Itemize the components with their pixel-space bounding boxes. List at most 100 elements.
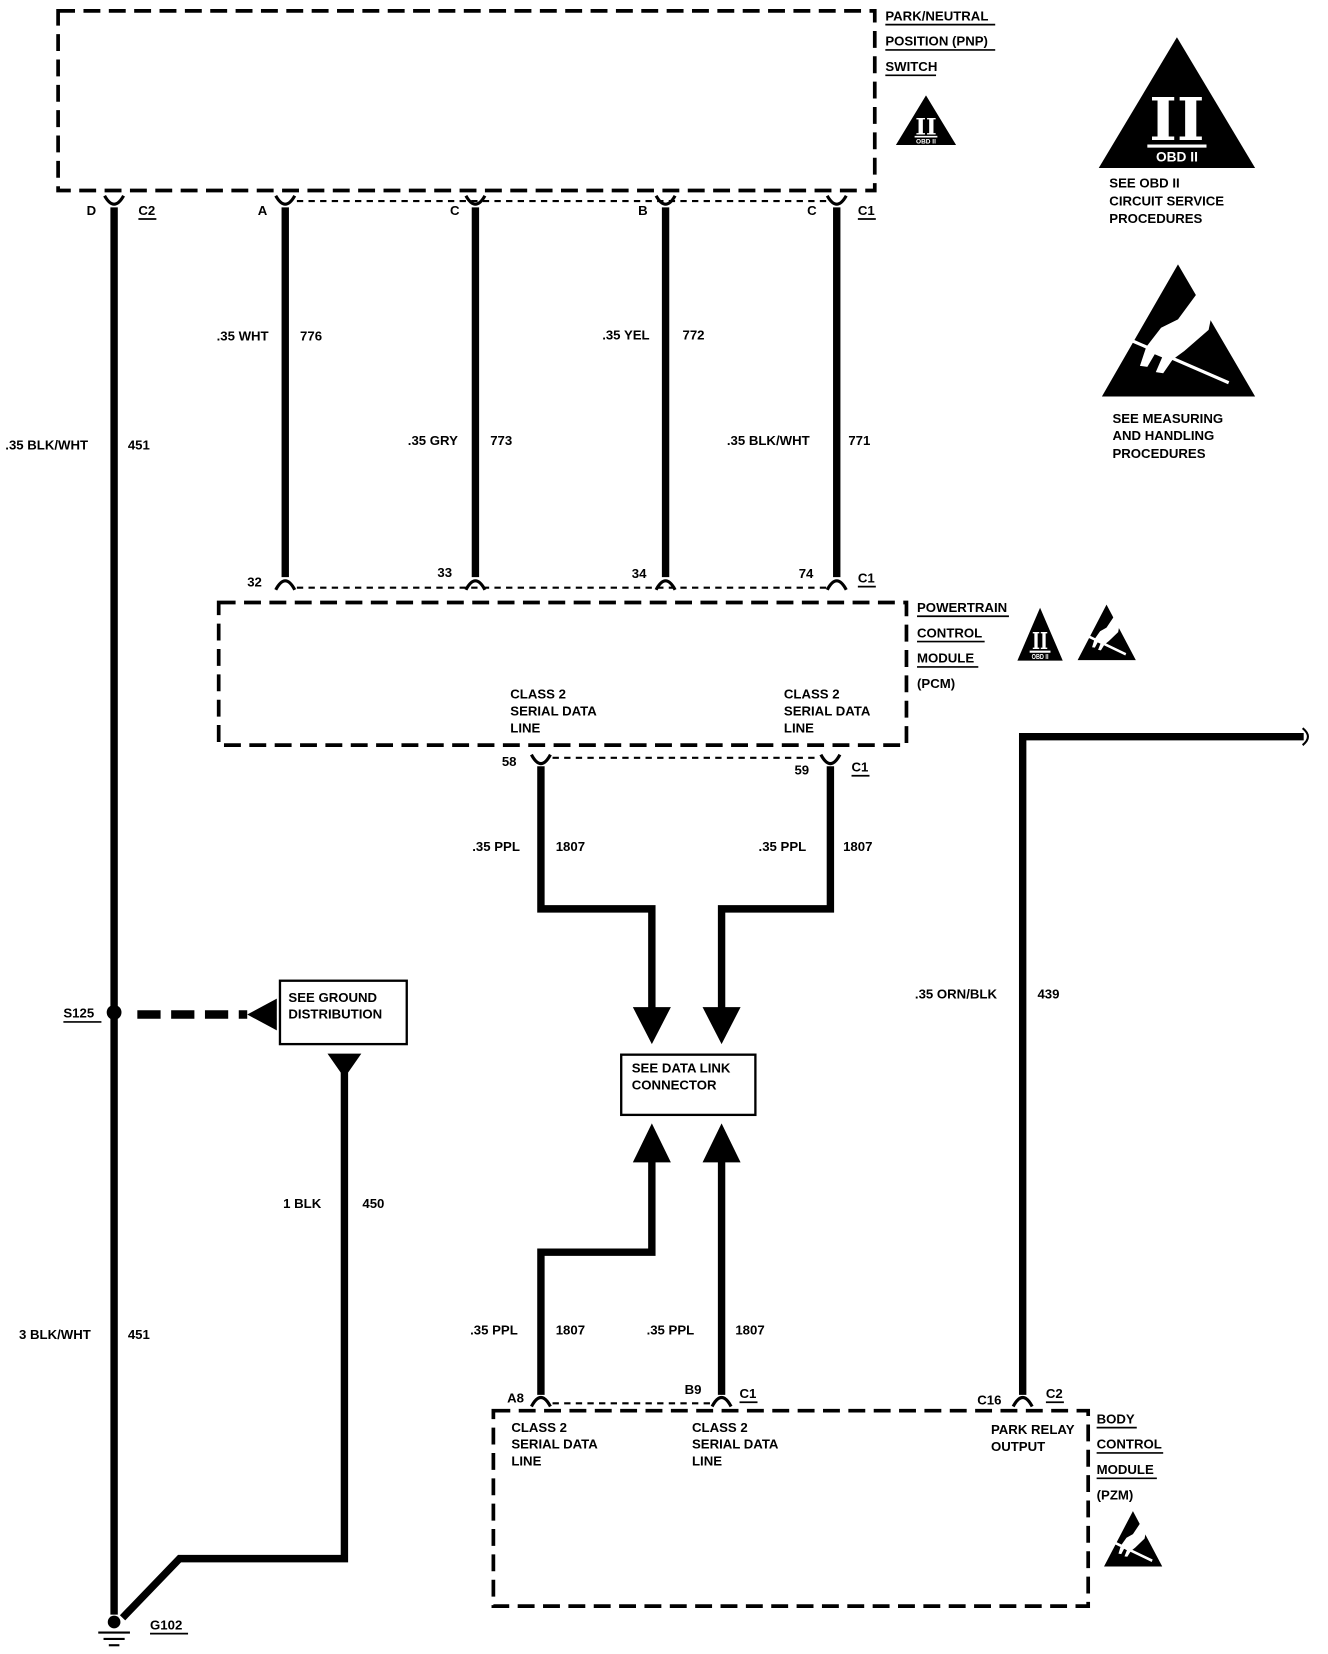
connector-c2: C2 bbox=[138, 203, 155, 218]
ground-icon bbox=[98, 1615, 130, 1647]
pcm-terminal-label: CLASS 2 bbox=[510, 687, 566, 702]
obd-ii-badge-icon: II OBD II bbox=[1017, 607, 1063, 661]
wire-1807 bbox=[717, 766, 835, 1011]
obd-legend-text: SEE OBD II bbox=[1109, 175, 1179, 190]
pcm-terminal-label: SERIAL DATA bbox=[510, 704, 597, 719]
arrow-left-icon bbox=[247, 998, 277, 1031]
bcm-name-line-4: (PZM) bbox=[1097, 1487, 1134, 1502]
wire-spec: .35 PPL bbox=[470, 1323, 518, 1338]
pcm-name-line-2: CONTROL bbox=[917, 625, 982, 640]
wire-circuit: 1807 bbox=[556, 1323, 585, 1338]
obd-legend-label: OBD II bbox=[1156, 150, 1198, 165]
wire-439 bbox=[1018, 732, 1304, 1395]
wire-spec: .35 BLK/WHT bbox=[727, 433, 810, 448]
pin-74: 74 bbox=[799, 566, 814, 581]
bcm-terminal-label: OUTPUT bbox=[991, 1439, 1045, 1454]
bcm-terminal-label: CLASS 2 bbox=[692, 1420, 748, 1435]
wire-450 bbox=[119, 1072, 349, 1621]
pin-b9: B9 bbox=[685, 1382, 702, 1397]
wire-1807 bbox=[537, 1159, 656, 1395]
wire-spec: .35 ORN/BLK bbox=[915, 987, 998, 1002]
pin-c: C bbox=[450, 203, 460, 218]
arrow-down-icon bbox=[702, 1007, 741, 1045]
bcm-box bbox=[491, 1408, 1091, 1609]
esd-legend-text: AND HANDLING bbox=[1112, 428, 1214, 443]
pin-b: B bbox=[638, 203, 648, 218]
esd-hand-icon bbox=[1077, 604, 1136, 661]
wire-1807 bbox=[537, 766, 656, 1011]
esd-hand-icon bbox=[1104, 1511, 1163, 1567]
wire-circuit: 773 bbox=[490, 433, 512, 448]
connector-c1: C1 bbox=[858, 203, 875, 218]
wire-circuit: 1807 bbox=[735, 1323, 764, 1338]
esd-hand-icon bbox=[1101, 264, 1256, 397]
pnp-switch-box bbox=[56, 9, 877, 193]
pnp-switch: PARK/NEUTRAL POSITION (PNP) SWITCH II OB… bbox=[56, 8, 996, 220]
bcm-terminal-label: CLASS 2 bbox=[511, 1420, 567, 1435]
data-link-connector-text: CONNECTOR bbox=[632, 1078, 717, 1093]
connector-terminal bbox=[819, 753, 842, 766]
esd-legend-text: PROCEDURES bbox=[1112, 446, 1205, 461]
obd-legend-text: PROCEDURES bbox=[1109, 211, 1202, 226]
obd-badge-roman: II bbox=[1032, 627, 1048, 654]
bcm-terminal-label: PARK RELAY bbox=[991, 1422, 1075, 1437]
ground-circuit: S125 SEE GROUND DISTRIBUTION 1 BLK 450 3… bbox=[19, 979, 408, 1647]
bcm-terminal-label: LINE bbox=[511, 1454, 541, 1469]
connector-terminal bbox=[825, 579, 848, 591]
connector-terminal bbox=[274, 579, 297, 591]
wire-continuation bbox=[1301, 727, 1309, 746]
wire-spec: .35 PPL bbox=[759, 839, 807, 854]
pin-59: 59 bbox=[794, 763, 809, 778]
wire-circuit: 451 bbox=[128, 1327, 150, 1342]
wire-circuit: 439 bbox=[1037, 987, 1059, 1002]
park-relay-wire: .35 ORN/BLK 439 bbox=[915, 727, 1309, 1395]
bcm-terminal-label: LINE bbox=[692, 1454, 722, 1469]
ground-distribution-text: DISTRIBUTION bbox=[288, 1007, 382, 1022]
serial-data-wires: .35 PPL 1807 .35 PPL 1807 SEE DATA LINK … bbox=[470, 766, 872, 1395]
pcm-terminal-label: LINE bbox=[510, 720, 540, 735]
pin-a8: A8 bbox=[507, 1390, 524, 1405]
obd-ii-badge-icon: II OBD II bbox=[895, 95, 957, 145]
pcm-box bbox=[216, 600, 909, 747]
wire-spec: 3 BLK/WHT bbox=[19, 1327, 91, 1342]
obd-legend-text: CIRCUIT SERVICE bbox=[1109, 193, 1224, 208]
bcm-terminal-label: SERIAL DATA bbox=[692, 1437, 779, 1452]
pin-32: 32 bbox=[247, 575, 262, 590]
data-link-connector-box bbox=[620, 1053, 757, 1117]
pcm-name-line-1: POWERTRAIN bbox=[917, 600, 1007, 615]
pcm-terminal-label: SERIAL DATA bbox=[784, 704, 871, 719]
wire-circuit: 776 bbox=[300, 328, 322, 343]
pnp-pcm-wires: .35 BLK/WHT 451 .35 WHT 776 .35 GRY 773 … bbox=[5, 207, 870, 1615]
arrow-down-icon bbox=[327, 1053, 362, 1078]
connector-c1: C1 bbox=[858, 570, 875, 585]
pin-c: C bbox=[807, 203, 817, 218]
connector-c1: C1 bbox=[740, 1386, 757, 1401]
wire-spec: .35 PPL bbox=[472, 839, 520, 854]
wire-spec: .35 GRY bbox=[408, 433, 458, 448]
connector-terminal bbox=[274, 194, 297, 206]
pin-58: 58 bbox=[502, 754, 517, 769]
obd-badge-label: OBD II bbox=[1032, 653, 1049, 661]
esd-legend-text: SEE MEASURING bbox=[1112, 411, 1223, 426]
bcm-name-line-3: MODULE bbox=[1097, 1462, 1154, 1477]
wire-circuit: 772 bbox=[682, 327, 704, 342]
pin-a: A bbox=[258, 203, 268, 218]
arrow-down-icon bbox=[632, 1007, 671, 1045]
connector-terminal bbox=[464, 579, 487, 591]
connector-terminal bbox=[710, 1395, 733, 1408]
pcm-terminal-label: CLASS 2 bbox=[784, 687, 840, 702]
ground-distribution-text: SEE GROUND bbox=[288, 990, 377, 1005]
pcm-name-line-3: MODULE bbox=[917, 651, 974, 666]
ground-distribution-box bbox=[278, 979, 408, 1046]
wire-circuit: 1807 bbox=[556, 839, 585, 854]
obd-ii-legend-icon: II OBD II bbox=[1098, 37, 1256, 169]
bcm-name-line-2: CONTROL bbox=[1097, 1437, 1162, 1452]
pnp-switch-name-line-2: POSITION (PNP) bbox=[885, 34, 988, 49]
wire-spec: .35 BLK/WHT bbox=[5, 437, 88, 452]
wire-spec: .35 WHT bbox=[217, 328, 269, 343]
obd-badge-roman: II bbox=[915, 115, 936, 141]
splice-dot bbox=[106, 1005, 122, 1020]
wire-circuit: 450 bbox=[362, 1196, 384, 1211]
connector-terminal bbox=[530, 753, 552, 766]
